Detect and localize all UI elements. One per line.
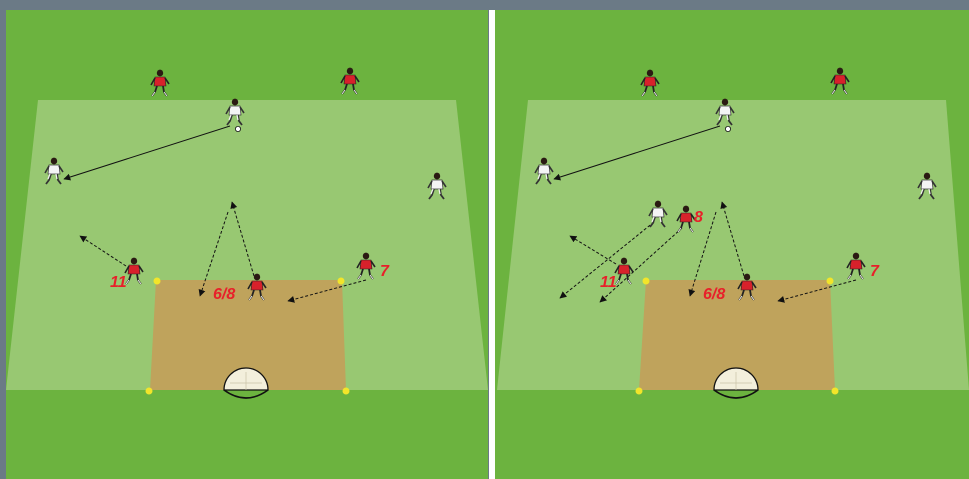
ball xyxy=(235,126,240,131)
cone xyxy=(643,278,650,285)
player-number-label: 6/8 xyxy=(703,286,725,303)
ball xyxy=(725,126,730,131)
player-number-label: 7 xyxy=(380,263,390,280)
panel-left: 11 6/8 7 xyxy=(6,10,488,479)
cone xyxy=(338,278,345,285)
cone xyxy=(154,278,161,285)
cone xyxy=(146,388,153,395)
player-number-label: 7 xyxy=(870,263,880,280)
cone xyxy=(827,278,834,285)
cone xyxy=(832,388,839,395)
cone xyxy=(343,388,350,395)
cone xyxy=(636,388,643,395)
panel-divider xyxy=(489,10,495,479)
player-number-label: 6/8 xyxy=(213,286,235,303)
player-number-label: 11 xyxy=(600,274,617,291)
panel-right: 8 11 6/8 7 xyxy=(495,10,969,479)
player-number-label: 8 xyxy=(694,209,703,226)
player-number-label: 11 xyxy=(110,274,127,291)
